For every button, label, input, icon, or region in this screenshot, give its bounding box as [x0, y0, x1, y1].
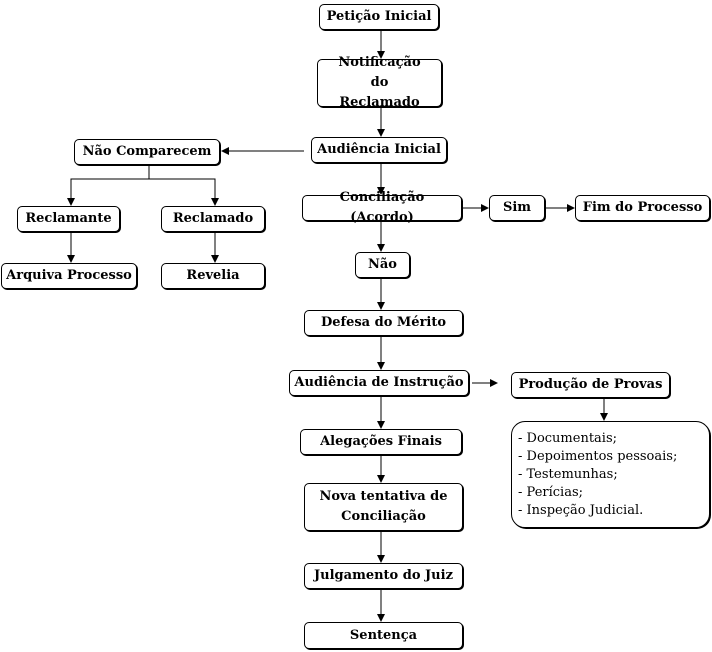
node-notificacao-do-reclamado: Notificação do Reclamado: [317, 55, 442, 110]
node-peticao-inicial: Petição Inicial: [319, 4, 439, 30]
node-defesa-do-merito: Defesa do Mérito: [304, 310, 463, 336]
node-sim: Sim: [489, 195, 545, 221]
prova-item-depoimentos: - Depoimentos pessoais;: [518, 448, 678, 464]
node-fim-do-processo: Fim do Processo: [575, 195, 710, 221]
connector-nao-comparecem-to-reclamante: [67, 166, 150, 206]
prova-item-inspecao: - Inspeção Judicial.: [518, 502, 644, 518]
node-reclamante: Reclamante: [17, 206, 120, 232]
node-audiencia-de-instrucao: Audiência de Instrução: [289, 370, 469, 396]
node-nova-tentativa-de-conciliacao: Nova tentativa de Conciliação: [304, 483, 463, 531]
prova-item-documentais: - Documentais;: [518, 430, 618, 446]
node-notificacao-label: Notificação do Reclamado: [338, 55, 421, 110]
node-nao: Não: [355, 252, 410, 278]
node-alegacoes-finais: Alegações Finais: [300, 429, 462, 455]
node-julgamento-do-juiz: Julgamento do Juiz: [304, 563, 463, 589]
node-nova-tentativa-label: Nova tentativa de Conciliação: [319, 489, 448, 524]
node-lista-de-provas: - Documentais; - Depoimentos pessoais; -…: [511, 421, 710, 528]
prova-item-testemunhas: - Testemunhas;: [518, 466, 618, 482]
node-conciliacao-acordo: Conciliação (Acordo): [302, 190, 462, 225]
node-audiencia-inicial: Audiência Inicial: [311, 137, 447, 163]
node-reclamado: Reclamado: [161, 206, 265, 232]
node-sentenca: Sentença: [304, 622, 463, 649]
node-producao-de-provas: Produção de Provas: [511, 372, 670, 398]
node-arquiva-processo: Arquiva Processo: [1, 263, 137, 289]
prova-item-pericias: - Perícias;: [518, 484, 583, 500]
node-nao-comparecem: Não Comparecem: [74, 139, 220, 165]
node-revelia: Revelia: [161, 263, 265, 289]
connector-nao-comparecem-to-reclamado: [149, 178, 219, 206]
